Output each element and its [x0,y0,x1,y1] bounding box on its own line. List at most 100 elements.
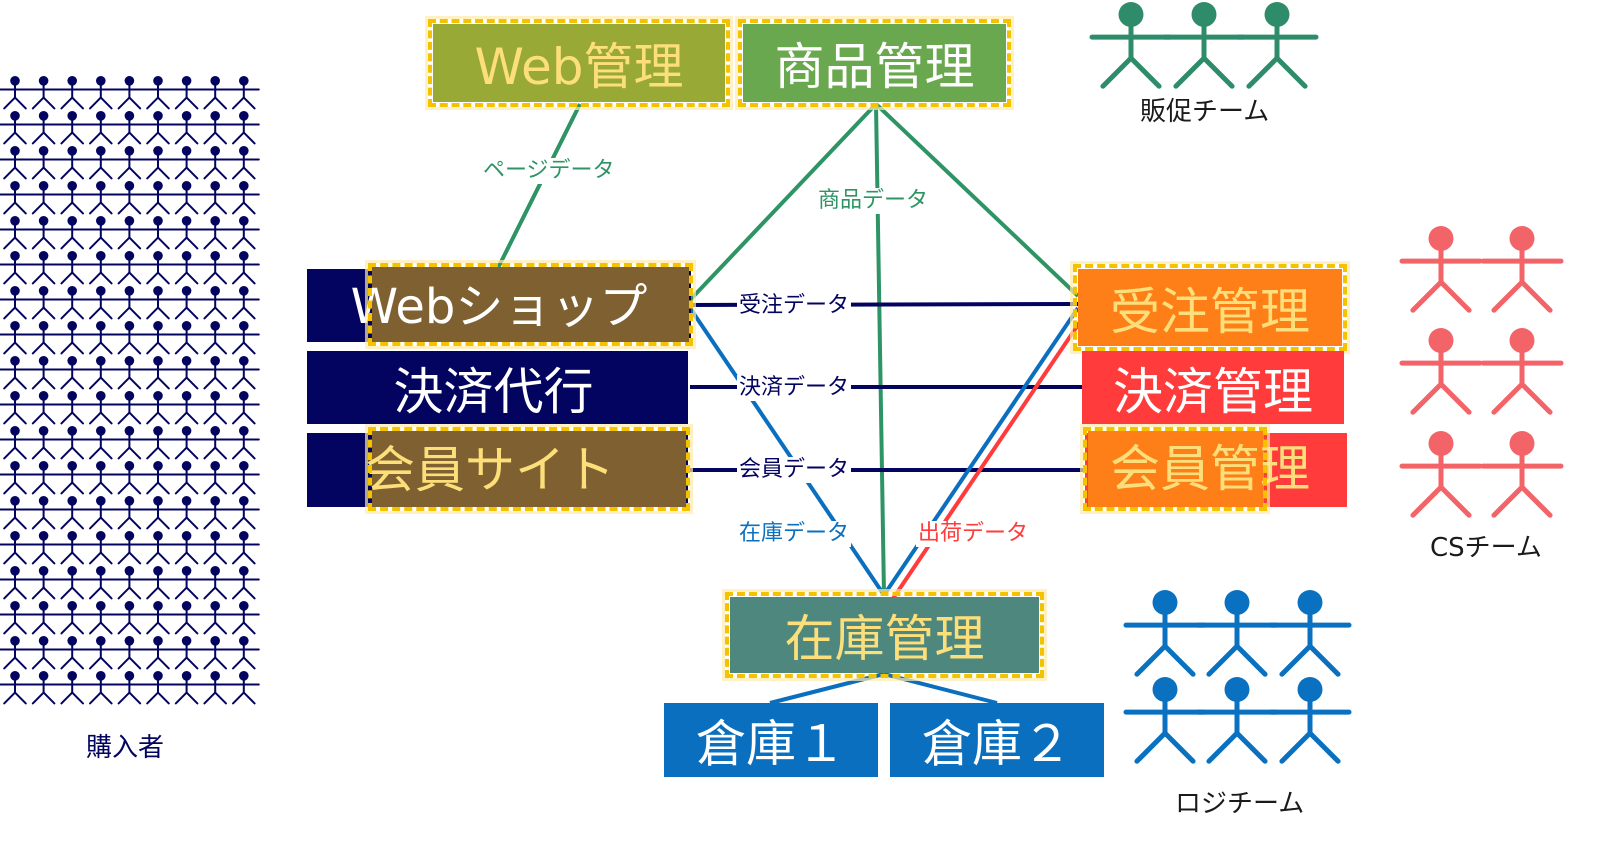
stick-figure-icon [0,461,31,495]
stick-figure-icon [27,111,60,145]
stick-figure-icon [113,566,146,600]
stick-figure-icon [1399,328,1483,415]
stick-figure-icon [170,426,203,460]
member-admin-label: 会員管理 [1110,440,1310,498]
stick-figure-icon [199,496,232,530]
stick-figure-icon [170,216,203,250]
stick-figure-icon [0,76,31,110]
stick-figure-icon [170,111,203,145]
stick-figure-icon [142,321,174,355]
stick-figure-icon [113,601,146,635]
stick-figure-icon [84,391,117,425]
stick-figure-icon [113,76,146,110]
stick-figure-icon [84,636,117,670]
stick-figure-icon [84,146,117,180]
stick-figure-icon [27,251,60,285]
stick-figure-icon [170,391,203,425]
stick-figure-icon [0,531,31,565]
stick-figure-icon [170,601,203,635]
stick-figure-icon [142,601,174,635]
stick-figure-icon [199,356,232,390]
member-admin-highlight [1083,427,1267,511]
stick-figure-icon [142,426,174,460]
stick-figure-icon [199,286,232,320]
logistics-team-label: ロジチーム [1175,789,1305,819]
stick-figure-icon [227,111,260,145]
stick-figure-icon [56,391,89,425]
payment-data-label: 決済データ [737,375,852,401]
stick-figure-icon [1195,677,1279,764]
stick-figure-icon [84,111,117,145]
stick-figure-icon [170,636,203,670]
stick-figure-icon [227,531,260,565]
stick-figure-icon [56,146,89,180]
stick-figure-icon [56,286,89,320]
stick-figure-icon [199,146,232,180]
stick-figure-icon [142,356,174,390]
stick-figure-icon [27,76,60,110]
stick-figure-icon [1480,328,1564,415]
product-admin-label: 商品管理 [774,38,975,96]
stick-figure-icon [56,496,89,530]
payment-agency-label: 決済代行 [393,362,594,421]
stick-figure-icon [0,566,31,600]
stick-figure-icon [27,181,60,215]
order-admin-label: 受注管理 [1110,282,1310,341]
stick-figure-icon [27,636,60,670]
stick-figure-icon [56,321,89,355]
warehouse1-label: 倉庫１ [696,715,846,773]
stick-figure-icon [199,566,232,600]
stick-figure-icon [0,496,31,530]
stick-figure-icon [1399,431,1483,518]
stick-figure-icon [0,601,31,635]
stick-figure-icon [27,391,60,425]
web-admin-label: Web管理 [474,38,684,96]
stick-figure-icon [27,216,60,250]
webshop-overlay [372,267,689,342]
stick-figure-icon [84,601,117,635]
stick-figure-icon [0,111,31,145]
stick-figure-icon [27,321,60,355]
stick-figure-icon [56,461,89,495]
member-site-overlay [372,431,686,507]
stick-figure-icon [113,321,146,355]
stick-figure-icon [142,216,174,250]
stick-figure-icon [113,111,146,145]
stick-figure-icon [1195,590,1279,677]
stick-figure-icon [0,251,31,285]
stick-figure-icon [56,426,89,460]
stick-figure-icon [1268,590,1352,677]
stick-figure-icon [1480,431,1564,518]
stick-figure-icon [142,181,174,215]
webshop-label-wrap: Webショップ [307,262,691,342]
stick-figure-icon [0,671,31,705]
stick-figure-icon [227,251,260,285]
stick-figure-icon [84,566,117,600]
inventory-admin-highlight [725,592,1044,678]
member-data-label: 会員データ [737,457,852,483]
inventory-data-label: 在庫データ [737,521,852,547]
stick-figure-icon [113,146,146,180]
stick-figure-icon [113,531,146,565]
stick-figure-icon [27,566,60,600]
stick-figure-icon [227,426,260,460]
stick-figure-icon [142,251,174,285]
stick-figure-icon [113,356,146,390]
stick-figure-icon [1123,677,1207,764]
edge-inventory-data [688,306,886,597]
stick-figure-icon [27,601,60,635]
stick-figure-icon [199,391,232,425]
web-admin-highlight [428,19,730,107]
stick-figure-icon [0,321,31,355]
stick-figure-icon [1268,677,1352,764]
stick-figure-icon [227,181,260,215]
stick-figure-icon [0,391,31,425]
stick-figure-icon [142,391,174,425]
stick-figure-icon [84,76,117,110]
stick-figure-icon [170,566,203,600]
stick-figure-icon [84,321,117,355]
stick-figure-icon [227,391,260,425]
stick-figure-icon [1123,590,1207,677]
stick-figure-icon [142,531,174,565]
